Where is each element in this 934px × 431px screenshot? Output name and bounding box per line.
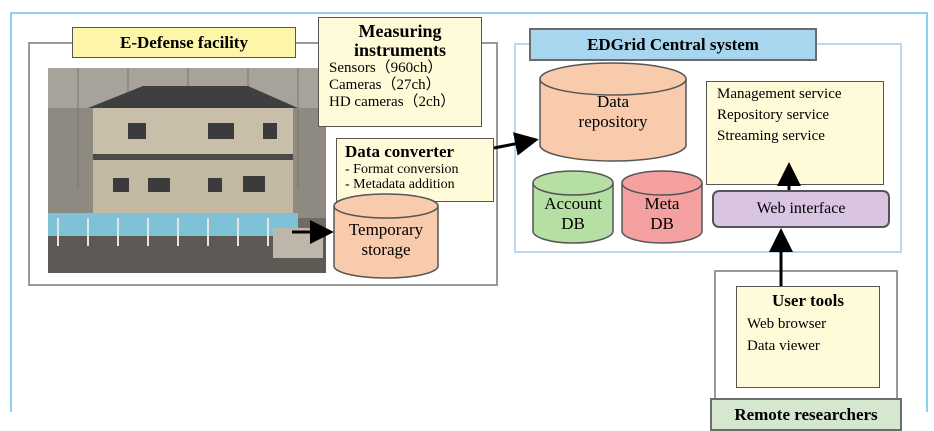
account-db-line-1: Account: [544, 194, 602, 213]
temporary-storage-cylinder: [333, 193, 439, 279]
storage-line-2: storage: [361, 240, 411, 259]
instrument-item: HD cameras（2ch）: [329, 94, 456, 110]
central-system-title: EDGrid Central system: [529, 28, 817, 61]
outer-frame: [10, 12, 928, 412]
measuring-instruments-title: Measuring instruments: [353, 21, 446, 60]
user-tool-item: Web browser: [747, 316, 827, 332]
test-house-photo: [48, 68, 326, 273]
user-tool-item: Data viewer: [747, 338, 820, 354]
meta-db-line-1: Meta: [644, 194, 680, 213]
meta-db-line-2: DB: [650, 214, 674, 233]
arrow-converter-to-repository: [493, 132, 539, 156]
service-item: Repository service: [717, 107, 830, 123]
facility-title: E-Defense facility: [72, 27, 296, 58]
measuring-instruments-box: Measuring instruments Sensors（960ch） Cam…: [318, 17, 482, 127]
repository-line-1: Data: [596, 92, 630, 111]
data-converter-box: Data converter - Format conversion - Met…: [336, 138, 494, 202]
converter-item: - Metadata addition: [345, 177, 455, 192]
data-converter-title: Data converter: [345, 142, 455, 161]
instrument-item: Sensors（960ch）: [329, 60, 443, 76]
account-db-line-2: DB: [561, 214, 585, 233]
web-interface-box: Web interface: [712, 190, 890, 228]
instrument-item: Cameras（27ch）: [329, 77, 441, 93]
converter-item: - Format conversion: [345, 162, 459, 177]
repository-line-2: repository: [578, 112, 648, 131]
data-repository-cylinder: [539, 62, 687, 162]
service-item: Management service: [717, 86, 842, 102]
diagram-shapes: [292, 62, 801, 286]
user-tools-box: User tools Web browser Data viewer: [736, 286, 880, 388]
house-illustration: [48, 68, 326, 273]
user-tools-title: User tools: [772, 291, 844, 310]
service-item: Streaming service: [717, 128, 825, 144]
meta-db-cylinder: [621, 170, 703, 244]
account-db-cylinder: [532, 170, 614, 244]
storage-line-1: Temporary: [348, 220, 424, 239]
